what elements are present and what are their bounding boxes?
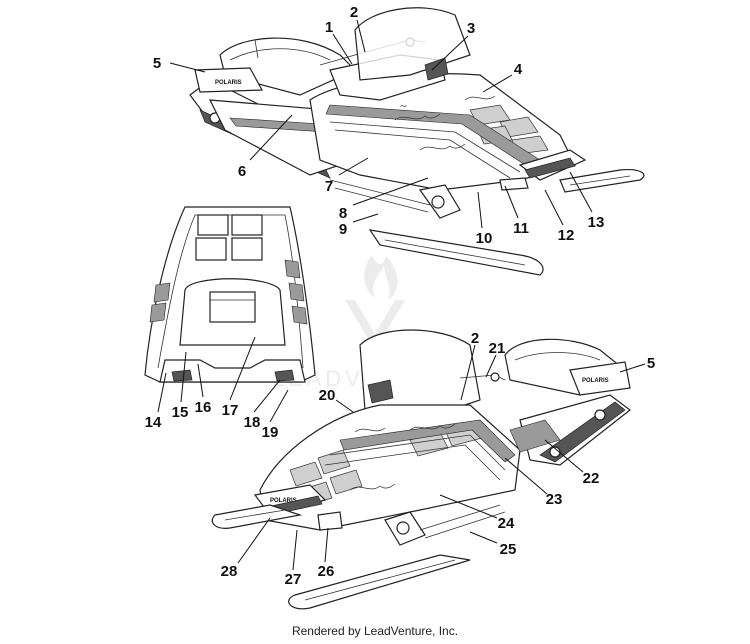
callout-1: 1 [325,19,333,36]
callout-13: 13 [588,214,605,231]
svg-text:~: ~ [400,99,407,113]
callout-10: 10 [476,230,493,247]
leader-lines [157,19,646,571]
callout-12: 12 [558,227,575,244]
callout-20: 20 [319,387,336,404]
callout-8: 8 [339,205,347,222]
polaris-rear-decal-text: POLARIS [215,80,242,86]
polaris-rear-decal-text-2: POLARIS [582,378,609,384]
callout-3: 3 [467,20,475,37]
callout-9: 9 [339,221,347,238]
callout-18: 18 [244,414,261,431]
callout-5-bottom: 5 [647,355,655,372]
callout-17: 17 [222,402,239,419]
callout-24: 24 [498,515,515,532]
callout-25: 25 [500,541,517,558]
callout-21: 21 [489,340,506,357]
callout-19: 19 [262,424,279,441]
hood-top-view [144,206,316,383]
callout-5-top: 5 [153,55,161,72]
callout-11: 11 [513,220,529,237]
callout-7: 7 [325,178,333,195]
polaris-front-decal-text: POLARIS [270,498,297,504]
snowmobile-top-view: POLARIS ~ [189,7,645,276]
callout-2-bottom: 2 [471,330,479,347]
callout-22: 22 [583,470,600,487]
snowmobile-front-view: POLARIS POLARIS [211,329,631,610]
callout-23: 23 [546,491,563,508]
footer-credit: Rendered by LeadVenture, Inc. [291,624,459,638]
callout-6: 6 [238,163,246,180]
callout-15: 15 [172,404,189,421]
callout-14: 14 [145,414,162,431]
callout-2-top: 2 [350,4,358,21]
callout-labels: 1 2 3 4 5 6 7 8 9 10 11 12 13 14 15 16 1… [145,4,656,588]
callout-28: 28 [221,563,238,580]
callout-27: 27 [285,571,302,588]
callout-16: 16 [195,399,212,416]
callout-26: 26 [318,563,335,580]
callout-4: 4 [514,61,523,78]
